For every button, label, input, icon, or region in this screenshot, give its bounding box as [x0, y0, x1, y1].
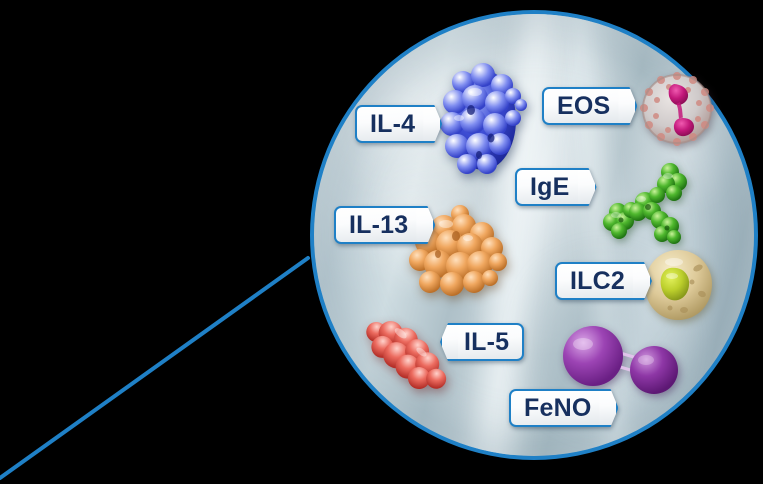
chip-body: ILC2	[555, 262, 634, 300]
chip-body: IgE	[515, 168, 579, 206]
ilc2-cell	[640, 246, 716, 324]
ige-antibody	[600, 160, 692, 246]
marker-label-il4[interactable]: IL-4	[355, 105, 443, 143]
feno-molecule	[558, 326, 680, 400]
chip-arrow-right-icon	[632, 262, 652, 300]
chip-arrow-right-icon	[577, 168, 597, 206]
marker-label-il13[interactable]: IL-13	[334, 206, 436, 244]
eosinophil-cell	[638, 70, 716, 148]
chip-body: EOS	[542, 87, 620, 125]
marker-label-text: IL-4	[370, 109, 416, 138]
marker-label-text: ILC2	[570, 266, 625, 295]
il-13-protein	[404, 198, 512, 300]
marker-label-ige[interactable]: IgE	[515, 168, 597, 206]
chip-arrow-right-icon	[416, 206, 436, 244]
chip-arrow-left-icon	[440, 323, 459, 361]
chip-arrow-right-icon	[599, 389, 619, 427]
il-4-protein	[433, 58, 533, 176]
chip-body: IL-13	[334, 206, 418, 244]
marker-label-text: FeNO	[524, 393, 592, 422]
marker-label-eos[interactable]: EOS	[542, 87, 638, 125]
chip-body: FeNO	[509, 389, 601, 427]
chip-arrow-right-icon	[618, 87, 638, 125]
marker-label-feno[interactable]: FeNO	[509, 389, 619, 427]
marker-label-text: EOS	[557, 91, 611, 120]
chip-body: IL-4	[355, 105, 425, 143]
chip-body: IL-5	[458, 323, 525, 361]
marker-label-il5[interactable]: IL-5	[440, 323, 525, 361]
marker-label-text: IL-13	[349, 210, 409, 239]
marker-label-text: IL-5	[464, 327, 510, 356]
chip-arrow-right-icon	[423, 105, 443, 143]
marker-label-ilc2[interactable]: ILC2	[555, 262, 652, 300]
il-5-protein	[358, 312, 456, 400]
marker-label-text: IgE	[530, 172, 570, 201]
